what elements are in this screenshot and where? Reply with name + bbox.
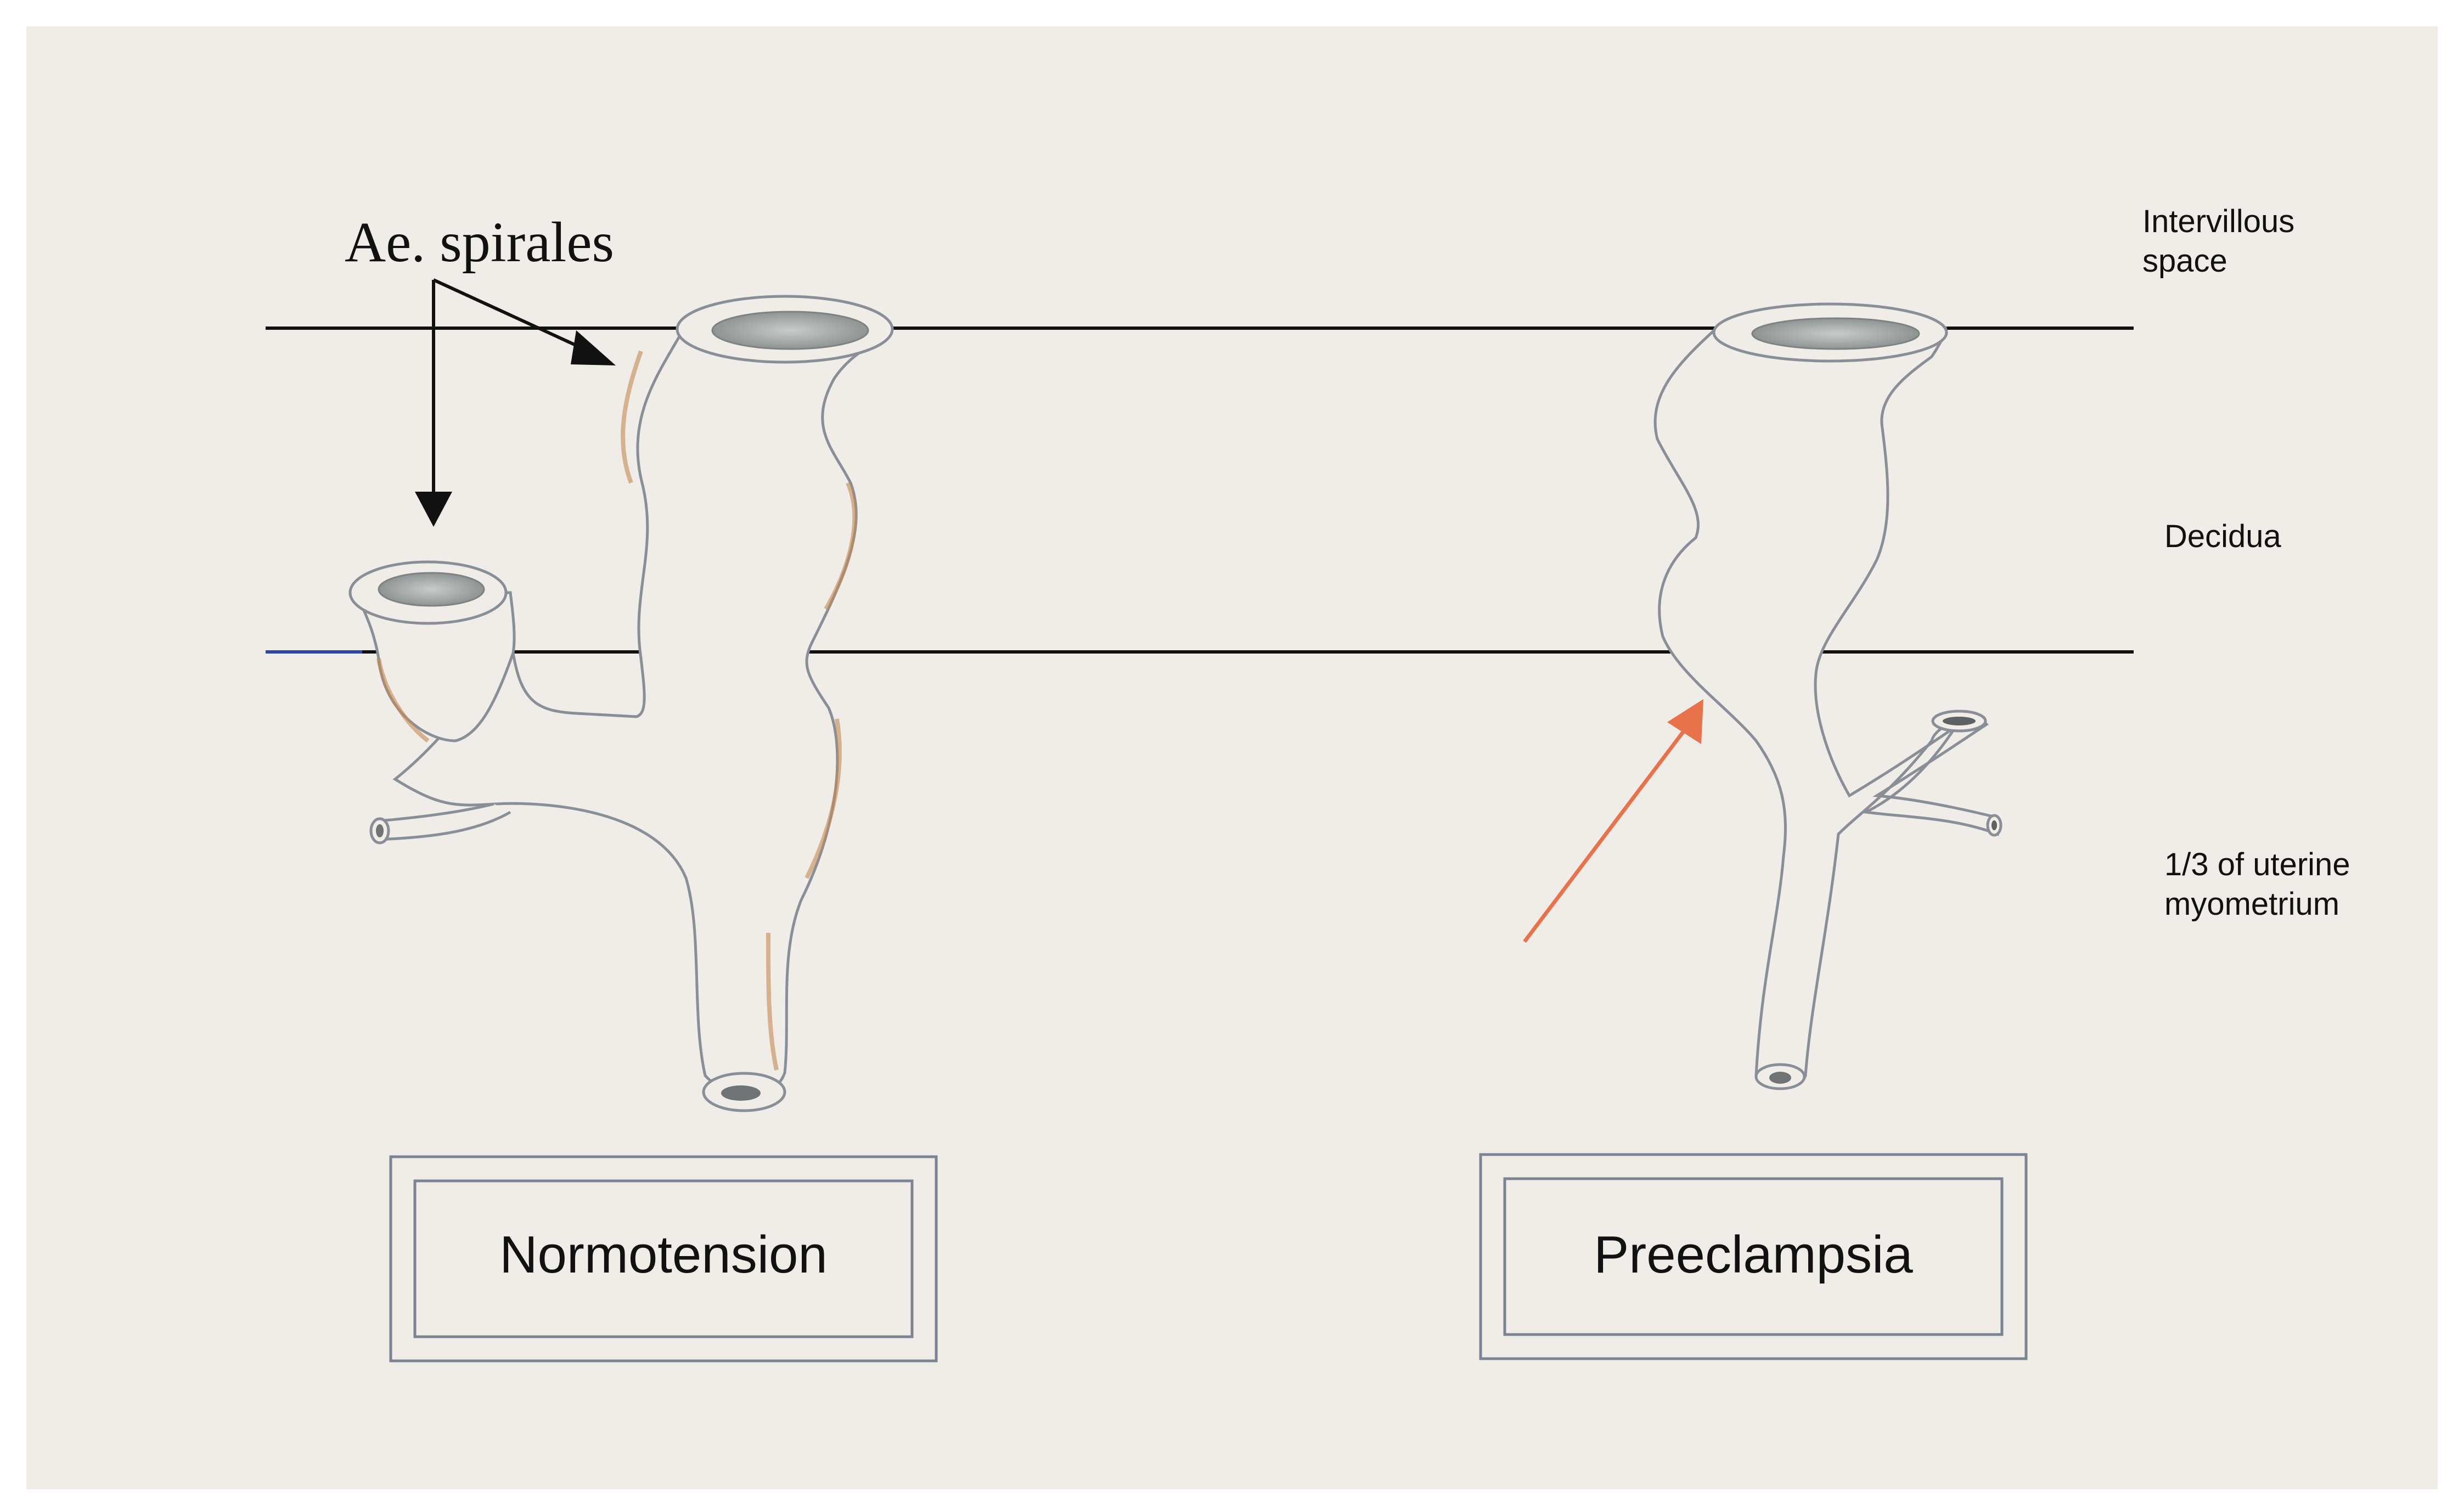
normotension-vessel xyxy=(348,295,894,1112)
arrow-label: Ae. spirales xyxy=(345,211,614,274)
preeclampsia-box-inner xyxy=(1503,1177,2004,1336)
preeclampsia-vessel xyxy=(1653,302,2002,1090)
spirales-arrow-head-left xyxy=(415,492,452,527)
preeclampsia-box-outer xyxy=(1479,1153,2028,1360)
normotension-label: Normotension xyxy=(499,1225,828,1284)
normotension-box-outer xyxy=(389,1155,938,1363)
spirales-arrow-head-right xyxy=(571,330,616,365)
layer-label-myometrium: 1/3 of uterine myometrium xyxy=(2164,847,2350,922)
layer-label-intervillous-space: Intervillous space xyxy=(2142,204,2295,279)
preeclampsia-label: Preeclampsia xyxy=(1594,1225,1913,1284)
spirales-arrows xyxy=(415,278,616,527)
normotension-box-inner xyxy=(413,1179,914,1338)
spirales-arrow-shaft-right xyxy=(432,278,583,350)
highlight-arrow xyxy=(1523,699,1703,943)
layer-label-decidua: Decidua xyxy=(2164,519,2281,554)
